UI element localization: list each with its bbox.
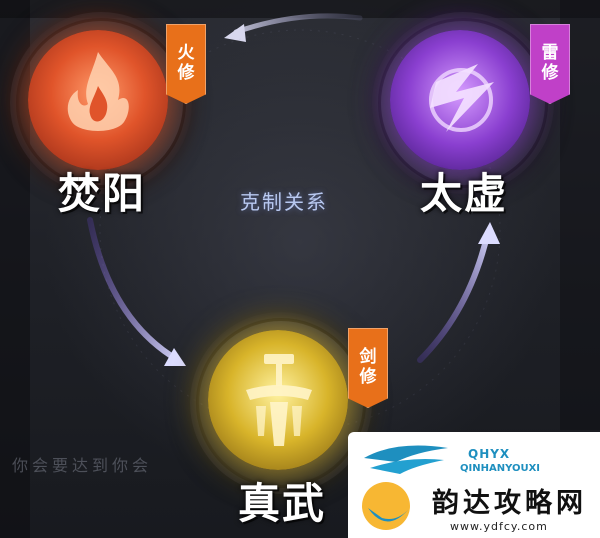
relation-title: 克制关系 <box>240 190 328 214</box>
faded-caption: 你会要达到你会 <box>12 456 153 475</box>
zhenwu-name: 真武 <box>238 479 327 528</box>
fenyang-name: 焚阳 <box>58 169 147 218</box>
arrow-taixu-to-fenyang <box>233 13 363 35</box>
fenyang-badge: 火 修 <box>166 24 206 104</box>
taixu-badge-char-1: 雷 <box>541 43 559 64</box>
watermark-pinyin: QINHANYOUXI <box>460 463 541 474</box>
taixu-badge-char-2: 修 <box>541 63 559 83</box>
zhenwu-badge-char-1: 剑 <box>359 347 377 368</box>
arrowhead-fenyang-to-zhenwu <box>164 348 186 366</box>
fenyang-badge-char-2: 修 <box>177 63 195 83</box>
zhenwu-badge: 剑 修 <box>348 328 388 408</box>
sword-icon <box>246 354 312 446</box>
watermark-url: www.ydfcy.com <box>450 520 548 533</box>
taixu-name: 太虚 <box>420 169 509 218</box>
arrow-zhenwu-to-taixu <box>417 229 491 363</box>
arrow-fenyang-to-zhenwu <box>87 217 181 363</box>
taixu-badge: 雷 修 <box>530 24 570 104</box>
arrowhead-zhenwu-to-taixu <box>478 222 500 244</box>
flame-icon <box>67 52 129 131</box>
arrowhead-taixu-to-fenyang <box>224 24 246 42</box>
background-drape-top <box>0 0 600 18</box>
taixu-ring-outer <box>378 18 548 188</box>
fenyang-badge-char-1: 火 <box>177 43 195 64</box>
taixu-emblem[interactable] <box>390 30 530 170</box>
watermark-brand: QHYX <box>468 447 511 461</box>
site-logo-icon <box>362 445 448 530</box>
lightning-icon <box>429 64 494 132</box>
zhenwu-badge-char-2: 修 <box>359 367 377 387</box>
zhenwu-emblem[interactable] <box>208 330 348 470</box>
watermark-site-name: 韵达攻略网 <box>432 488 587 519</box>
